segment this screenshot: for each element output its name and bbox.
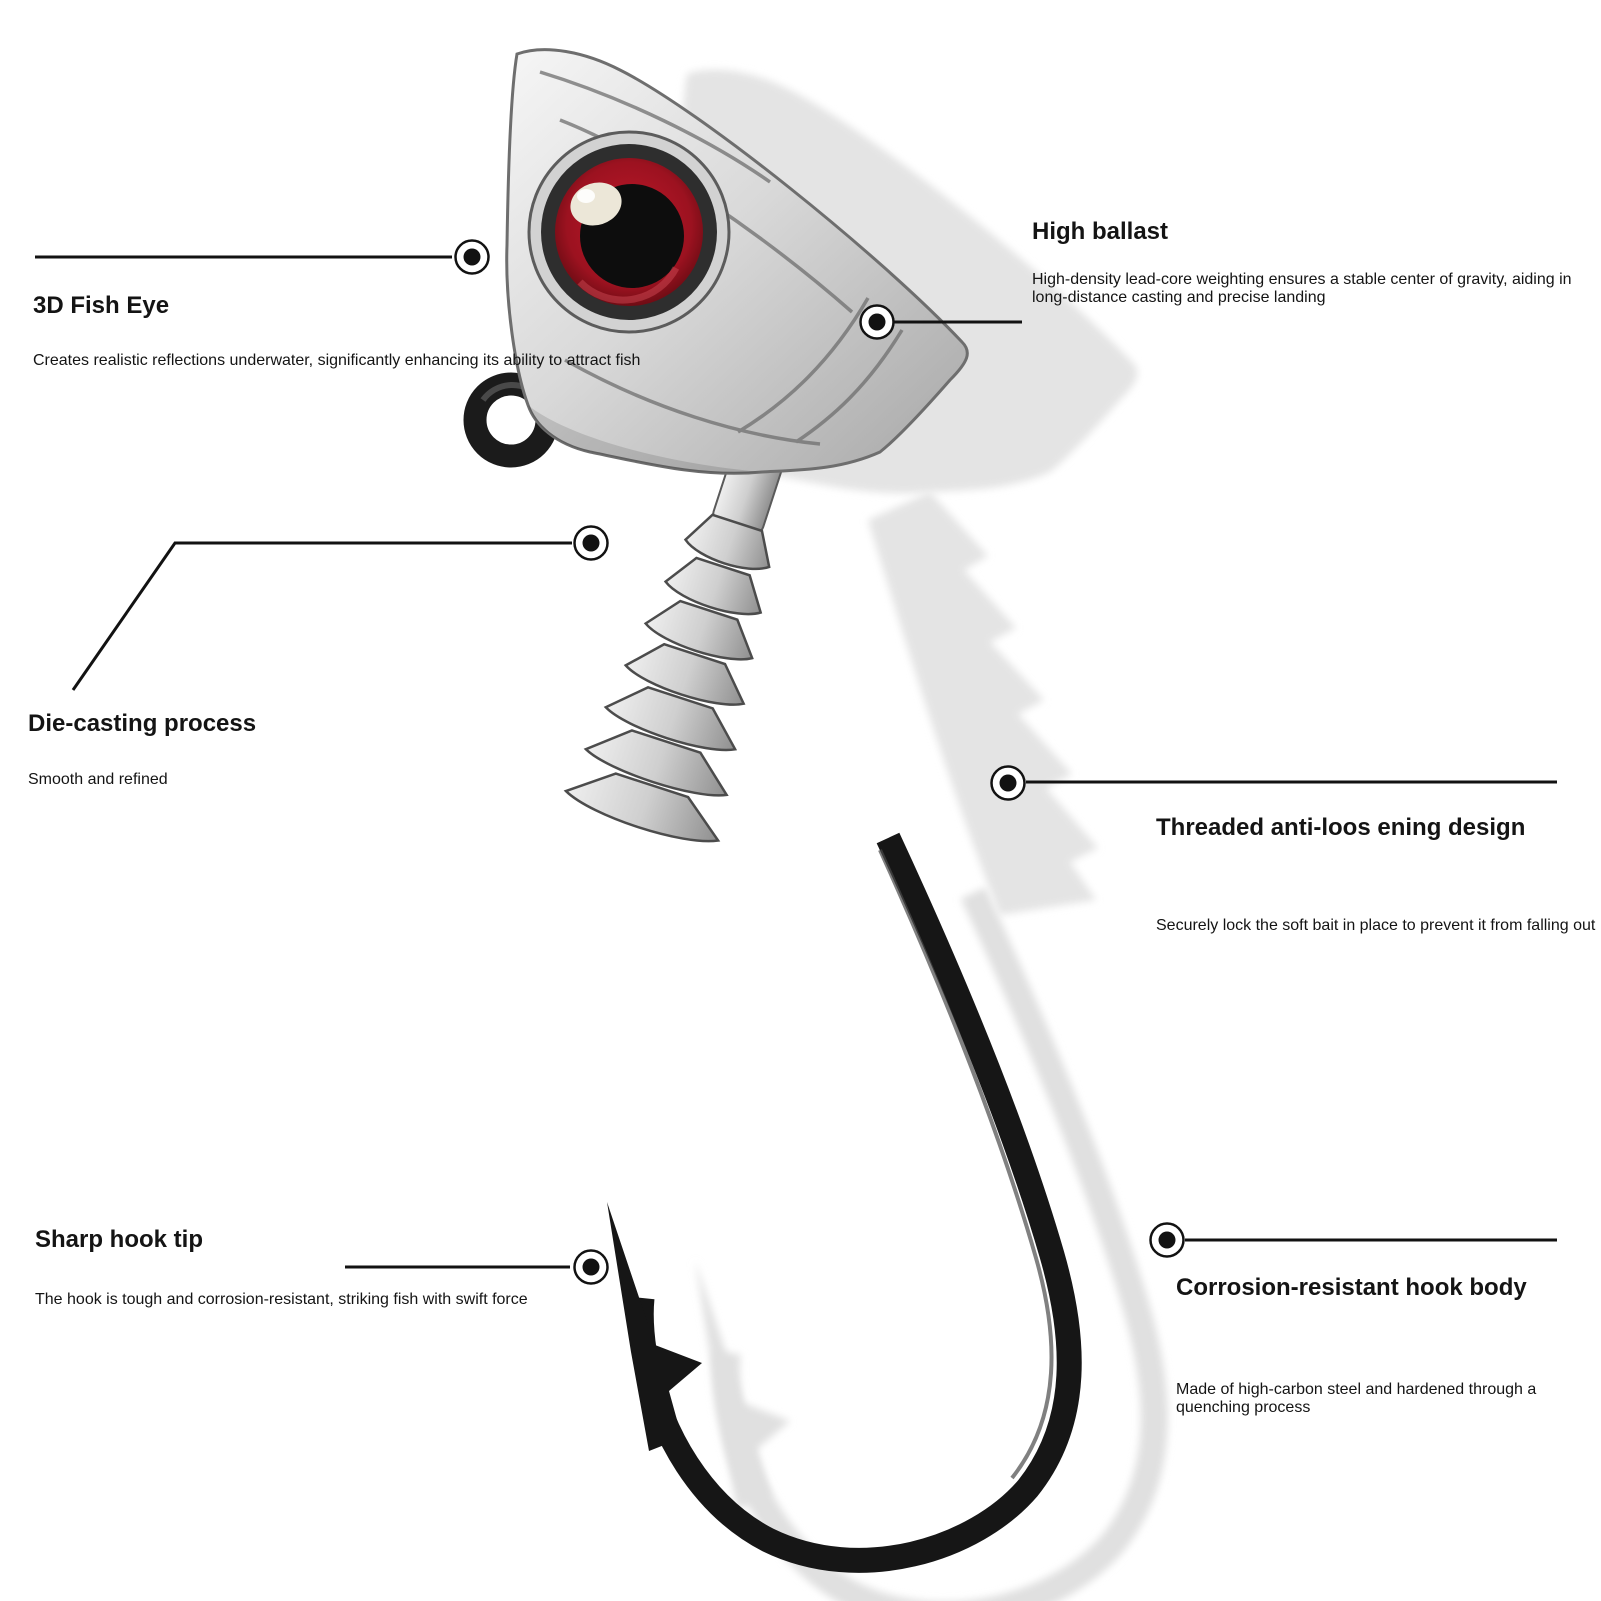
- anchor-dot-icon-hook-body: [1149, 1222, 1185, 1258]
- hook: [607, 832, 1082, 1573]
- callout-title-hook-body: Corrosion-resistant hook body: [1176, 1273, 1527, 1301]
- callout-title-fish-eye: 3D Fish Eye: [33, 291, 170, 319]
- anchor-dot-icon-high-ballast: [859, 304, 895, 340]
- threaded-collar: [563, 449, 783, 843]
- fish-eye: [527, 130, 731, 334]
- anchor-dot-icon-die-casting: [573, 525, 609, 561]
- anchor-dot-icon-sharp-tip: [573, 1249, 609, 1285]
- callout-body-die-casting: Smooth and refined: [28, 771, 168, 788]
- callout-body-threaded: Securely lock the soft bait in place to …: [1156, 917, 1596, 934]
- callout-title-sharp-tip: Sharp hook tip: [35, 1225, 203, 1253]
- anchor-dot-icon-threaded: [990, 765, 1026, 801]
- jig-head: [505, 48, 969, 475]
- callout-title-high-ballast: High ballast: [1032, 217, 1169, 245]
- hook-barb: [607, 1202, 702, 1451]
- callout-body-high-ballast: High-density lead-core weighting ensures…: [1032, 271, 1572, 306]
- callout-body-hook-body: Made of high-carbon steel and hardened t…: [1176, 1381, 1537, 1416]
- callout-body-fish-eye: Creates realistic reflections underwater…: [33, 352, 641, 369]
- callout-title-die-casting: Die-casting process: [28, 709, 257, 737]
- leader-line-die-casting: [71, 541, 572, 691]
- callout-body-sharp-tip: The hook is tough and corrosion-resistan…: [35, 1291, 528, 1308]
- anchor-dot-icon-fish-eye: [454, 239, 490, 275]
- callout-title-threaded: Threaded anti-loos ening design: [1156, 813, 1526, 841]
